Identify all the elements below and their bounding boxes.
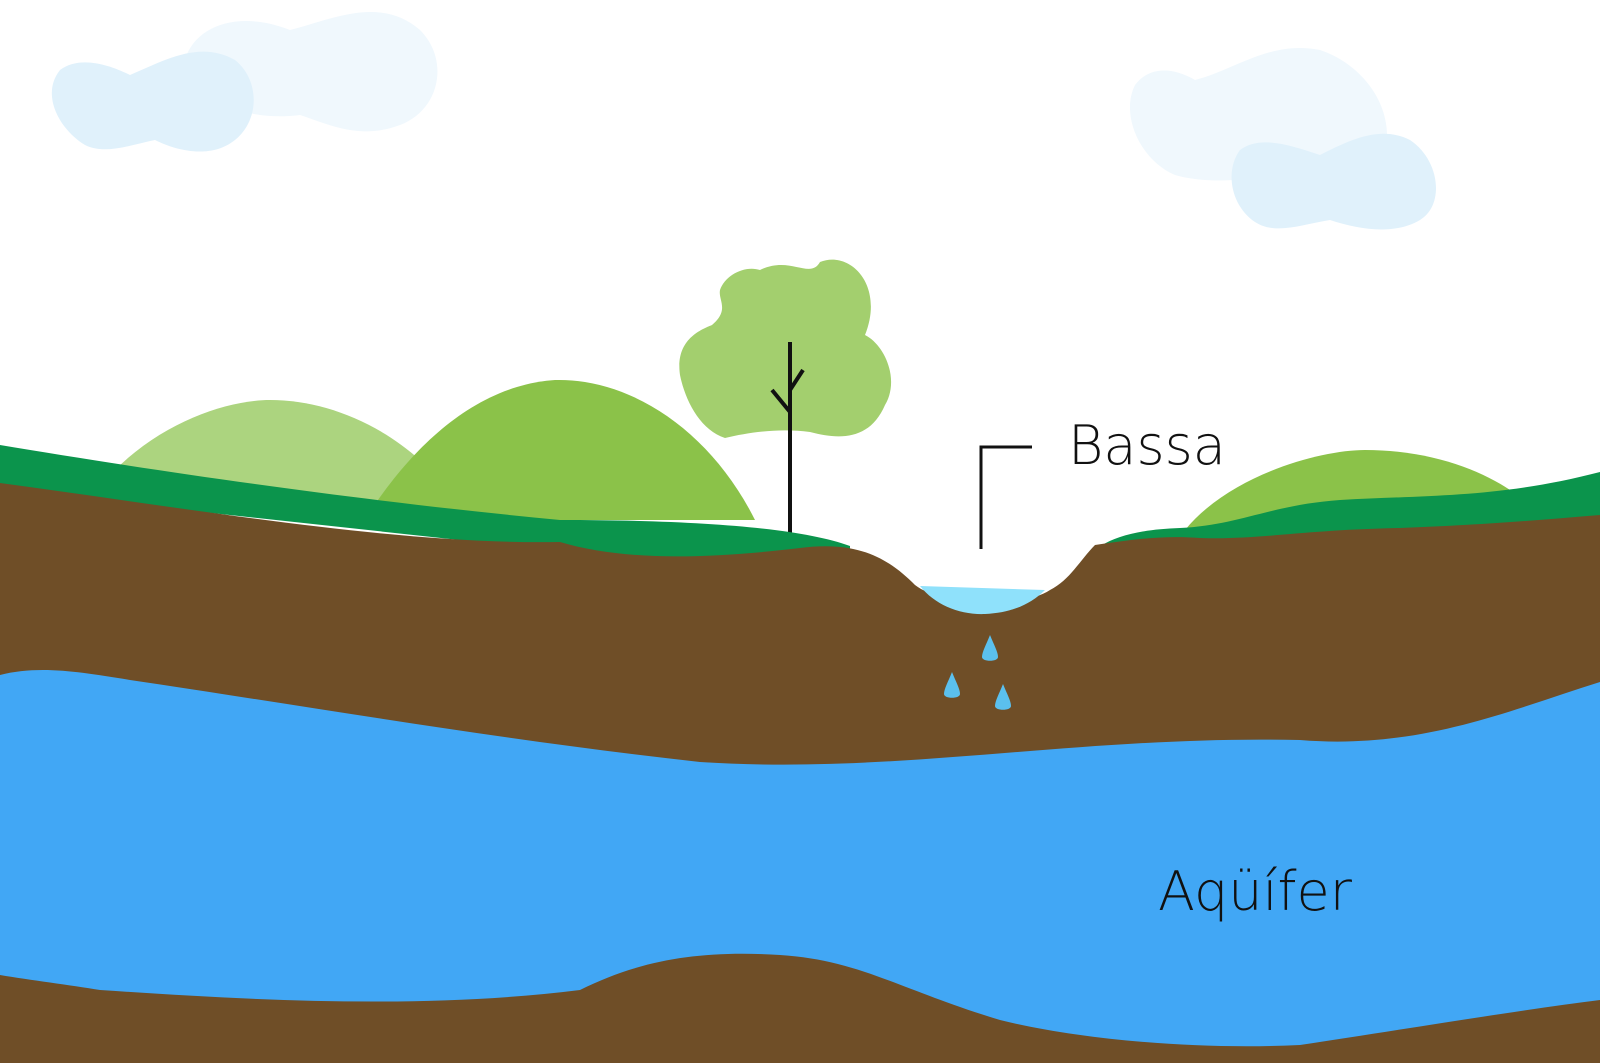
water-drop-icon	[995, 684, 1011, 710]
grass-layer	[0, 445, 850, 570]
tree-icon	[679, 259, 892, 535]
water-drop-icon	[944, 672, 960, 698]
cloud-icon	[1129, 47, 1437, 230]
pond-pointer-line	[979, 445, 1032, 549]
cloud-icon	[51, 11, 438, 152]
aquifer-layer	[0, 670, 1600, 1047]
pond-label: Bassa	[1068, 414, 1226, 477]
pond-water	[920, 586, 1045, 615]
water-drop-icon	[982, 635, 998, 661]
hill-left-front	[378, 379, 755, 520]
aquifer-label: Aqüífer	[1158, 860, 1352, 923]
